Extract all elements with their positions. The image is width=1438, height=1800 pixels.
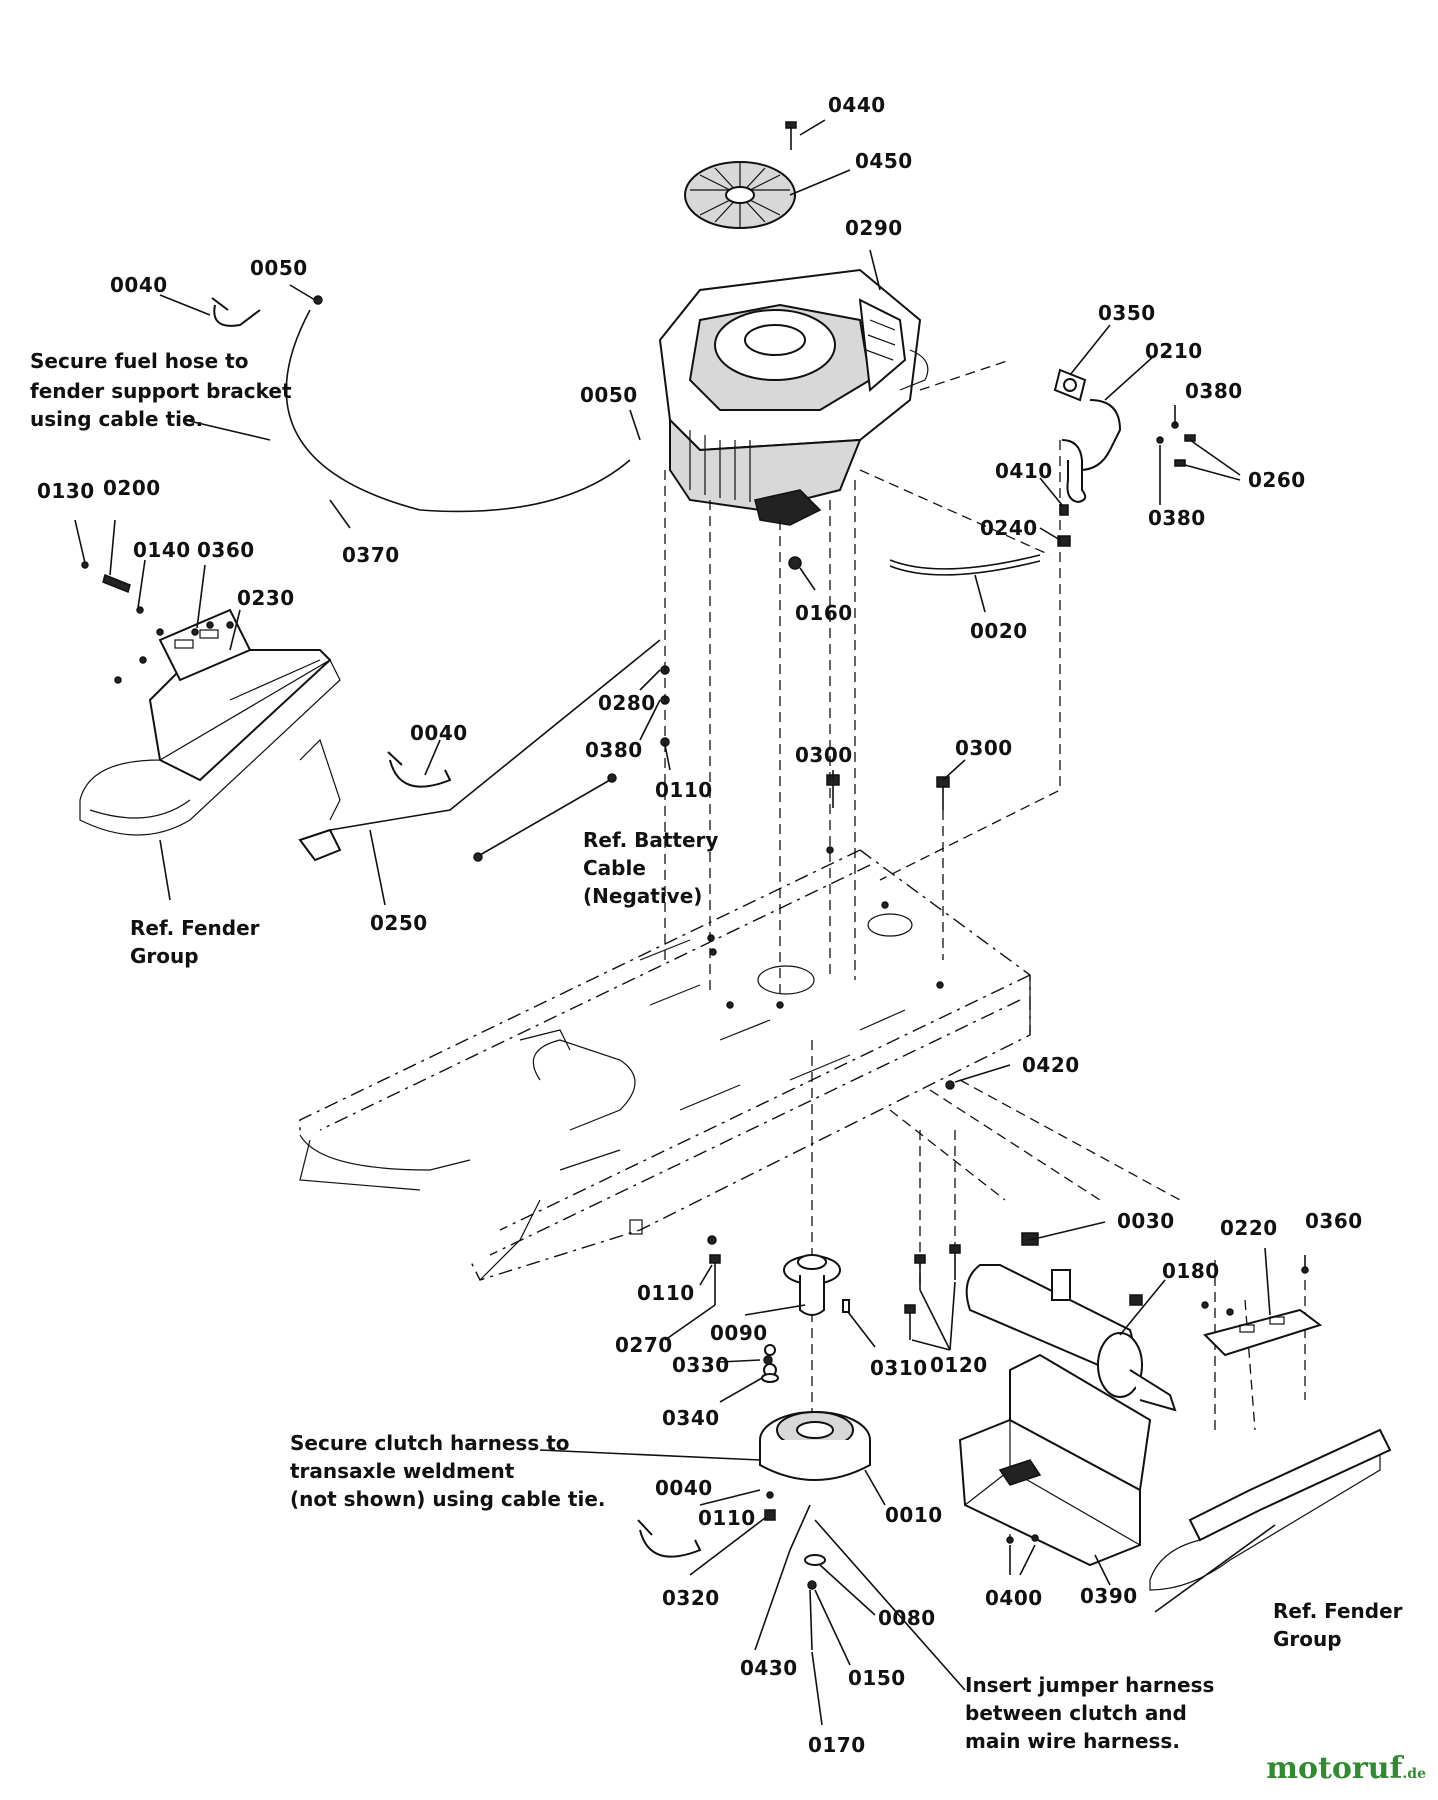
label-0300-left: 0300 bbox=[795, 743, 853, 767]
fender-right bbox=[1149, 1266, 1392, 1591]
label-0010: 0010 bbox=[885, 1503, 943, 1527]
muffler bbox=[965, 1232, 1177, 1412]
label-0240: 0240 bbox=[980, 516, 1038, 540]
part-labels: 0440 0450 0290 0050 0040 0050 0350 0210 … bbox=[37, 93, 1363, 1757]
note-jumper-line2: between clutch and bbox=[965, 1701, 1187, 1725]
note-clutch-line1: Secure clutch harness to bbox=[290, 1431, 570, 1455]
note-fender-left-line2: Group bbox=[130, 944, 199, 968]
label-0300-right: 0300 bbox=[955, 736, 1013, 760]
notes: Secure fuel hose to fender support brack… bbox=[30, 349, 1403, 1753]
label-0170: 0170 bbox=[808, 1733, 866, 1757]
label-0370: 0370 bbox=[342, 543, 400, 567]
note-battery-line3: (Negative) bbox=[583, 884, 702, 908]
label-0020: 0020 bbox=[970, 619, 1028, 643]
label-0350: 0350 bbox=[1098, 301, 1156, 325]
note-clutch-line3: (not shown) using cable tie. bbox=[290, 1487, 606, 1511]
label-0230: 0230 bbox=[237, 586, 295, 610]
label-0180: 0180 bbox=[1162, 1259, 1220, 1283]
label-0330: 0330 bbox=[672, 1353, 730, 1377]
label-0390: 0390 bbox=[1080, 1584, 1138, 1608]
label-0040-top: 0040 bbox=[110, 273, 168, 297]
label-0340: 0340 bbox=[662, 1406, 720, 1430]
misc-fasteners bbox=[707, 1080, 961, 1383]
exhaust-pipe bbox=[1053, 368, 1196, 504]
label-0400: 0400 bbox=[985, 1586, 1043, 1610]
note-clutch-line2: transaxle weldment bbox=[290, 1459, 515, 1483]
note-fuel-hose-line3: using cable tie. bbox=[30, 407, 203, 431]
clutch bbox=[759, 1344, 871, 1651]
label-0200: 0200 bbox=[103, 476, 161, 500]
label-0160: 0160 bbox=[795, 601, 853, 625]
label-0110-mid: 0110 bbox=[637, 1281, 695, 1305]
watermark-brand: motoruf bbox=[1266, 1751, 1403, 1786]
label-0090: 0090 bbox=[710, 1321, 768, 1345]
note-fuel-hose-line1: Secure fuel hose to bbox=[30, 349, 249, 373]
label-0420: 0420 bbox=[1022, 1053, 1080, 1077]
note-jumper-line1: Insert jumper harness bbox=[965, 1673, 1214, 1697]
label-0440: 0440 bbox=[828, 93, 886, 117]
label-0450: 0450 bbox=[855, 149, 913, 173]
label-0140: 0140 bbox=[133, 538, 191, 562]
label-0260: 0260 bbox=[1248, 468, 1306, 492]
label-0290: 0290 bbox=[845, 216, 903, 240]
watermark-tld: .de bbox=[1402, 1766, 1426, 1782]
label-0320: 0320 bbox=[662, 1586, 720, 1610]
label-0040-mid: 0040 bbox=[410, 721, 468, 745]
note-fender-right-line2: Group bbox=[1273, 1627, 1342, 1651]
label-0410: 0410 bbox=[995, 459, 1053, 483]
label-0050-mid: 0050 bbox=[580, 383, 638, 407]
label-0360-left: 0360 bbox=[197, 538, 255, 562]
label-0310: 0310 bbox=[870, 1356, 928, 1380]
fender-left bbox=[79, 561, 341, 836]
note-battery-line1: Ref. Battery bbox=[583, 828, 718, 852]
pulley bbox=[709, 1254, 850, 1316]
label-0380-right: 0380 bbox=[1148, 506, 1206, 530]
chassis-frame bbox=[299, 846, 1031, 1281]
label-0110-bottom: 0110 bbox=[698, 1506, 756, 1530]
label-0150: 0150 bbox=[848, 1666, 906, 1690]
note-jumper-line3: main wire harness. bbox=[965, 1729, 1180, 1753]
label-0380-top: 0380 bbox=[1185, 379, 1243, 403]
heat-shield bbox=[958, 1353, 1152, 1567]
label-0080: 0080 bbox=[878, 1606, 936, 1630]
note-fender-right-line1: Ref. Fender bbox=[1273, 1599, 1403, 1623]
label-0120: 0120 bbox=[930, 1353, 988, 1377]
note-battery-line2: Cable bbox=[583, 856, 646, 880]
label-0380-mid: 0380 bbox=[585, 738, 643, 762]
label-0030: 0030 bbox=[1117, 1209, 1175, 1233]
label-0430: 0430 bbox=[740, 1656, 798, 1680]
label-0280: 0280 bbox=[598, 691, 656, 715]
label-0050-top: 0050 bbox=[250, 256, 308, 280]
label-0250: 0250 bbox=[370, 911, 428, 935]
label-0270: 0270 bbox=[615, 1333, 673, 1357]
label-0220: 0220 bbox=[1220, 1216, 1278, 1240]
watermark-logo: motoruf.de bbox=[1266, 1751, 1426, 1786]
leader-lines bbox=[74, 119, 1306, 1726]
fan-cover bbox=[684, 161, 796, 229]
note-fender-left-line1: Ref. Fender bbox=[130, 916, 260, 940]
label-0040-bottom: 0040 bbox=[655, 1476, 713, 1500]
label-0360-right: 0360 bbox=[1305, 1209, 1363, 1233]
label-0130: 0130 bbox=[37, 479, 95, 503]
engine bbox=[658, 268, 929, 570]
label-0110-top: 0110 bbox=[655, 778, 713, 802]
label-0210: 0210 bbox=[1145, 339, 1203, 363]
note-fuel-hose-line2: fender support bracket bbox=[30, 379, 292, 403]
